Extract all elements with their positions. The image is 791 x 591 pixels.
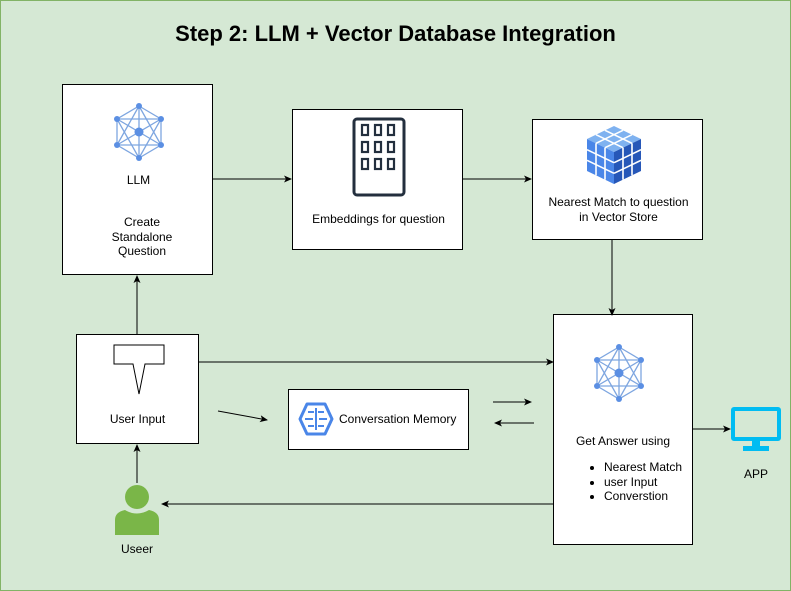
neural-network-icon [594,344,644,402]
llm-text-line-2: Standalone [111,230,173,244]
nearest-match-label-line-2: in Vector Store [579,210,658,224]
building-icon [352,117,406,197]
user-input-box: User Input [76,334,199,444]
arrow-user-input-to-memory [217,410,268,423]
llm-text-line-3: Question [117,244,167,258]
user-input-label: User Input [109,412,166,426]
get-answer-box: Get Answer using Nearest Match user Inpu… [553,314,693,545]
conversation-memory-label: Conversation Memory [339,412,457,426]
cube-icon [586,126,642,184]
get-answer-label: Get Answer using [575,434,671,448]
conversation-memory-box: Conversation Memory [288,389,469,450]
speech-callout-icon [113,344,165,395]
bullet-item: Converstion [604,489,682,504]
monitor-icon [731,407,781,451]
embeddings-label: Embeddings for question [312,212,445,226]
llm-box: LLM Create Standalone Question [62,84,213,275]
nearest-match-box: Nearest Match to question in Vector Stor… [532,119,703,240]
brain-chip-icon [298,402,334,436]
llm-text-line-1: Create [123,215,161,229]
user-icon [115,485,159,535]
bullet-item: Nearest Match [604,460,682,475]
llm-label: LLM [126,173,151,187]
neural-network-icon [114,103,164,161]
app-label: APP [743,467,768,481]
embeddings-box: Embeddings for question [292,109,463,250]
bullet-item: user Input [604,475,682,490]
user-label: Useer [120,542,153,556]
get-answer-bullets: Nearest Match user Input Converstion [554,460,682,504]
nearest-match-label-line-1: Nearest Match to question [548,195,689,209]
diagram-title: Step 2: LLM + Vector Database Integratio… [175,21,616,46]
